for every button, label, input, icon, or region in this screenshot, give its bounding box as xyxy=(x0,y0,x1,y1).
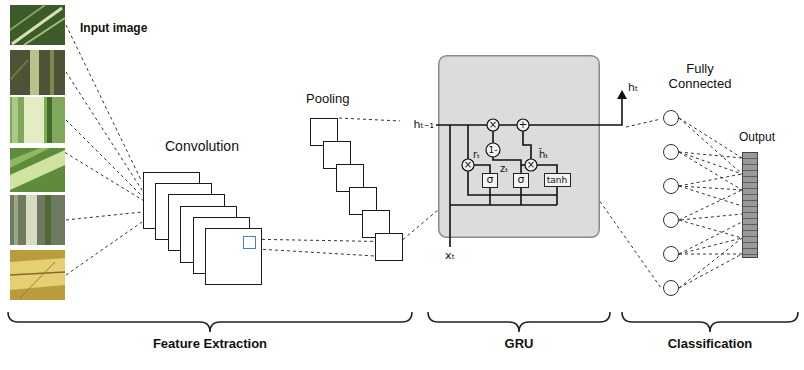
leader-line xyxy=(66,212,142,220)
gru-wire xyxy=(467,125,469,159)
gru-wiring xyxy=(438,55,600,238)
layer-heading: Convolution xyxy=(165,138,239,154)
dashed-connector xyxy=(681,214,742,220)
signal-label: hₜ xyxy=(628,82,638,95)
leader-line xyxy=(66,72,142,190)
operator-symbol: × xyxy=(464,160,472,170)
signal-label: rₜ xyxy=(473,149,480,161)
dashed-leader-lines xyxy=(66,25,742,288)
fully-connected-layer: Fully Connected xyxy=(661,110,681,292)
gate-label: σ xyxy=(487,174,494,187)
gru-wire xyxy=(450,204,557,206)
leader-line xyxy=(679,118,742,174)
leader-line xyxy=(339,118,400,121)
arrow-head xyxy=(617,90,627,99)
neuron-circle xyxy=(663,212,679,228)
leader-line xyxy=(679,222,742,254)
operator-symbol: × xyxy=(489,120,497,130)
signal-label: xₜ xyxy=(445,250,455,263)
neuron-circle xyxy=(663,246,679,262)
input-image-column: Input image xyxy=(10,5,65,300)
section-label: Feature Extraction xyxy=(153,337,267,352)
gate-box: σ xyxy=(513,173,529,188)
leaf-photo xyxy=(10,50,65,95)
output-heading: Output xyxy=(739,131,775,145)
leader-line xyxy=(626,119,661,127)
gru-wire xyxy=(436,97,622,125)
operator-circle xyxy=(486,143,500,157)
neuron-circle xyxy=(663,144,679,160)
layer-heading: Fully Connected xyxy=(658,62,742,92)
neuron-circle xyxy=(663,178,679,194)
dashed-connector xyxy=(403,210,438,240)
leaf-photo xyxy=(10,195,65,245)
leader-line xyxy=(679,238,742,288)
leader-line xyxy=(257,249,375,256)
leader-line xyxy=(679,174,742,206)
layer-heading: Pooling xyxy=(306,92,349,107)
operator-symbol: 1- xyxy=(489,146,498,155)
leaf-photo xyxy=(10,148,65,192)
operator-symbol: × xyxy=(527,160,535,170)
output-bar: Output xyxy=(742,152,758,258)
leaf-photo xyxy=(10,250,65,300)
gru-panel xyxy=(439,56,600,238)
leader-line xyxy=(66,120,142,196)
signal-label: h̃ₜ xyxy=(539,149,548,161)
gate-box: tanh xyxy=(544,173,571,187)
bracket xyxy=(622,312,798,332)
leaf-photo xyxy=(10,97,65,143)
leader-line xyxy=(679,152,742,190)
convolution-stack: Convolution xyxy=(143,172,262,285)
operator-circle xyxy=(462,159,474,171)
bracket xyxy=(8,312,412,332)
gru-cell: ×+1-×rₜ×zₜh̃ₜσσtanh xyxy=(438,55,600,238)
leader-line xyxy=(679,190,742,238)
gru-wire xyxy=(523,131,531,159)
operator-circle xyxy=(517,119,529,131)
pooling-stack: Pooling xyxy=(310,118,403,261)
dashed-connector xyxy=(262,239,375,241)
section-label: Classification xyxy=(668,337,753,352)
neuron-circle xyxy=(663,110,679,126)
leaf-photo xyxy=(10,5,65,45)
signal-label: hₜ₋₁ xyxy=(414,119,434,132)
feature-map xyxy=(375,233,403,261)
operator-circle xyxy=(487,119,499,131)
operator-symbol: + xyxy=(519,120,527,130)
dashed-connector xyxy=(600,201,661,288)
bracket xyxy=(428,312,610,332)
input-photos xyxy=(10,5,65,300)
input-heading: Input image xyxy=(80,22,147,36)
gate-label: tanh xyxy=(547,175,567,185)
gate-box: σ xyxy=(482,173,498,188)
gru-wire xyxy=(492,131,494,143)
section-braces xyxy=(8,312,798,332)
gru-wire xyxy=(449,125,451,247)
leader-line xyxy=(66,222,142,275)
receptive-field xyxy=(243,236,256,249)
section-label: GRU xyxy=(505,337,534,352)
dashed-connector xyxy=(65,153,143,201)
gate-label: σ xyxy=(518,174,525,187)
signal-label: zₜ xyxy=(500,163,508,175)
neuron-circle xyxy=(663,280,679,296)
operator-circle xyxy=(525,159,537,171)
